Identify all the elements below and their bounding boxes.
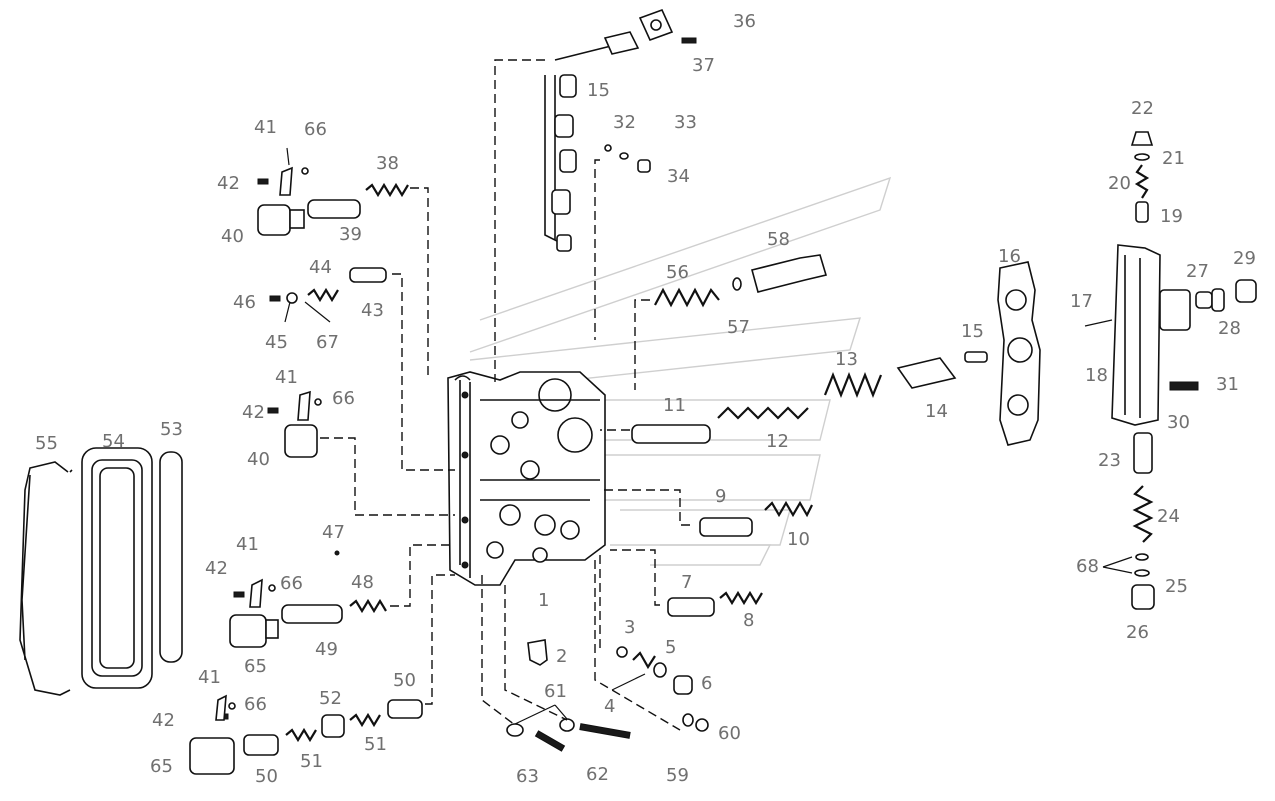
label-48: 48 (351, 572, 374, 593)
label-60: 60 (718, 723, 741, 744)
label-7: 7 (681, 572, 692, 593)
label-19: 19 (1160, 206, 1183, 227)
spool-group-11-15 (600, 351, 988, 444)
label-42-d: 42 (152, 710, 175, 731)
label-10: 10 (787, 529, 810, 550)
label-38: 38 (376, 153, 399, 174)
label-40-lower: 40 (247, 449, 270, 470)
spool-group-38-40 (257, 166, 429, 380)
label-47: 47 (322, 522, 345, 543)
label-51-lower: 51 (300, 751, 323, 772)
label-46: 46 (233, 292, 256, 313)
label-22: 22 (1131, 98, 1154, 119)
label-20: 20 (1108, 173, 1131, 194)
gasket-plate (997, 261, 1041, 446)
label-13: 13 (835, 349, 858, 370)
label-50-lower: 50 (255, 766, 278, 787)
label-32: 32 (613, 112, 636, 133)
label-42-c: 42 (205, 558, 228, 579)
label-39: 39 (339, 224, 362, 245)
label-31: 31 (1216, 374, 1239, 395)
label-9: 9 (715, 486, 726, 507)
label-37: 37 (692, 55, 715, 76)
label-15-harness: 15 (587, 80, 610, 101)
lower-parts (481, 555, 709, 752)
label-52: 52 (319, 688, 342, 709)
label-6: 6 (701, 673, 712, 694)
label-2: 2 (556, 646, 567, 667)
spool-group-48-49 (229, 544, 455, 648)
label-1: 1 (538, 590, 549, 611)
label-67: 67 (316, 332, 339, 353)
label-43: 43 (361, 300, 384, 321)
label-21: 21 (1162, 148, 1185, 169)
spool-group-50-52 (189, 574, 455, 775)
label-63: 63 (516, 766, 539, 787)
label-41-c: 41 (236, 534, 259, 555)
label-18: 18 (1085, 365, 1108, 386)
label-41-a: 41 (254, 117, 277, 138)
label-51-upper: 51 (364, 734, 387, 755)
label-29: 29 (1233, 248, 1256, 269)
cover-assembly (19, 447, 183, 696)
label-55: 55 (35, 433, 58, 454)
right-valve-assembly (1084, 131, 1257, 610)
spool-group-7-10 (600, 489, 813, 617)
label-12: 12 (766, 431, 789, 452)
label-27: 27 (1186, 261, 1209, 282)
label-68: 68 (1076, 556, 1099, 577)
label-66-b: 66 (332, 388, 355, 409)
label-17: 17 (1070, 291, 1093, 312)
label-62: 62 (586, 764, 609, 785)
label-16: 16 (998, 246, 1021, 267)
label-42-b: 42 (242, 402, 265, 423)
label-11: 11 (663, 395, 686, 416)
spool-group-56-58 (634, 254, 828, 390)
label-15-right: 15 (961, 321, 984, 342)
label-58: 58 (767, 229, 790, 250)
label-41-b: 41 (275, 367, 298, 388)
label-24: 24 (1157, 506, 1180, 527)
spool-group-43-46 (269, 267, 455, 471)
label-5: 5 (665, 637, 676, 658)
dashed-leaders (284, 59, 651, 556)
wiring-harness (544, 8, 697, 252)
label-66-c: 66 (280, 573, 303, 594)
label-41-d: 41 (198, 667, 221, 688)
label-40-upper: 40 (221, 226, 244, 247)
label-56: 56 (666, 262, 689, 283)
label-33: 33 (674, 112, 697, 133)
label-44: 44 (309, 257, 332, 278)
watermark-logo (459, 176, 892, 566)
label-66-d: 66 (244, 694, 267, 715)
label-65-lower: 65 (150, 756, 173, 777)
label-53: 53 (160, 419, 183, 440)
label-26: 26 (1126, 622, 1149, 643)
spool-group-40-lower (267, 390, 455, 516)
valve-body (447, 371, 606, 586)
label-57: 57 (727, 317, 750, 338)
label-8: 8 (743, 610, 754, 631)
label-45: 45 (265, 332, 288, 353)
label-61: 61 (544, 681, 567, 702)
label-65-upper: 65 (244, 656, 267, 677)
label-66-a: 66 (304, 119, 327, 140)
label-50-upper: 50 (393, 670, 416, 691)
label-25: 25 (1165, 576, 1188, 597)
label-23: 23 (1098, 450, 1121, 471)
label-14: 14 (925, 401, 948, 422)
label-34: 34 (667, 166, 690, 187)
label-49: 49 (315, 639, 338, 660)
label-59: 59 (666, 765, 689, 786)
label-4: 4 (604, 696, 615, 717)
label-3: 3 (624, 617, 635, 638)
label-30: 30 (1167, 412, 1190, 433)
label-54: 54 (102, 431, 125, 452)
label-28: 28 (1218, 318, 1241, 339)
part-number-labels: 1 2 3 4 5 6 7 8 9 10 11 12 13 14 15 15 1… (35, 11, 1256, 787)
label-36: 36 (733, 11, 756, 32)
label-42-a: 42 (217, 173, 240, 194)
